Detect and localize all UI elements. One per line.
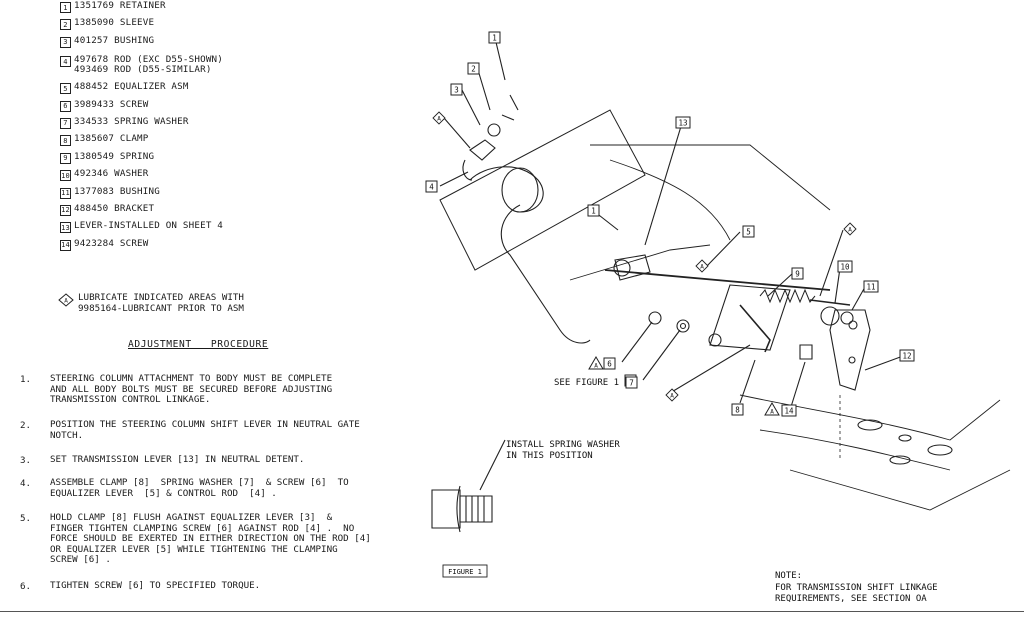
lube-marker-label: A bbox=[64, 298, 68, 305]
part-description: LEVER-INSTALLED ON SHEET 4 bbox=[74, 220, 224, 232]
adjustment-heading: ADJUSTMENT PROCEDURE bbox=[128, 339, 269, 350]
step-text: POSITION THE STEERING COLUMN SHIFT LEVER… bbox=[50, 419, 360, 441]
figure-label: FIGURE 1 bbox=[448, 568, 482, 576]
part-number-box: 7 bbox=[60, 117, 71, 129]
spring-washer-note-line2: IN THIS POSITION bbox=[506, 451, 593, 461]
step-number: 3. bbox=[20, 455, 32, 466]
part-description: 488450 BRACKET bbox=[74, 202, 155, 214]
callout-8: 8 bbox=[735, 406, 740, 415]
part-description: 334533 SPRING WASHER bbox=[74, 115, 189, 127]
step-text: TIGHTEN SCREW [6] TO SPECIFIED TORQUE. bbox=[50, 580, 261, 591]
step-number: 6. bbox=[20, 581, 32, 592]
callout-5: 5 bbox=[746, 228, 751, 237]
part-number-box: 12 bbox=[60, 204, 71, 216]
callout-10: 10 bbox=[840, 263, 850, 272]
see-figure-label: SEE FIGURE 1 bbox=[554, 378, 619, 388]
part-number-box: 8 bbox=[60, 135, 71, 147]
note-title: NOTE: bbox=[775, 571, 802, 581]
step-text: STEERING COLUMN ATTACHMENT TO BODY MUST … bbox=[50, 373, 333, 405]
part-number-box: 9 bbox=[60, 152, 71, 164]
page-bottom-rule bbox=[0, 611, 1024, 612]
part-number-box: 13 bbox=[60, 222, 71, 234]
step-number: 5. bbox=[20, 513, 32, 524]
see-figure-ref: 7 bbox=[629, 379, 634, 388]
part-number-box: 1 bbox=[60, 2, 71, 13]
callout-1b: 1 bbox=[591, 207, 596, 216]
step-number: 1. bbox=[20, 374, 32, 385]
callout-9: 9 bbox=[795, 270, 800, 279]
part-description: 1380549 SPRING bbox=[74, 150, 155, 162]
lube-triangle-marker: A bbox=[594, 363, 598, 370]
spring-washer-note-line1: INSTALL SPRING WASHER bbox=[506, 440, 620, 450]
note-text-line1: FOR TRANSMISSION SHIFT LINKAGE bbox=[775, 583, 938, 593]
part-description: 1385607 CLAMP bbox=[74, 133, 149, 145]
lubricate-note: A LUBRICATE INDICATED AREAS WITH 9985164… bbox=[58, 292, 244, 314]
callout-12: 12 bbox=[902, 352, 911, 361]
spring-washer-note: INSTALL SPRING WASHER IN THIS POSITION bbox=[506, 440, 625, 461]
lube-marker: A bbox=[670, 393, 674, 400]
part-number-box: 10 bbox=[60, 170, 71, 182]
part-number-box: 6 bbox=[60, 100, 71, 112]
step-text: HOLD CLAMP [8] FLUSH AGAINST EQUALIZER L… bbox=[50, 512, 371, 565]
part-description: 488452 EQUALIZER ASM bbox=[74, 81, 189, 93]
part-number-box: 11 bbox=[60, 187, 71, 199]
note-text: FOR TRANSMISSION SHIFT LINKAGE REQUIREME… bbox=[775, 583, 943, 604]
part-number-box: 3 bbox=[60, 36, 71, 48]
lube-marker: A bbox=[437, 116, 441, 123]
part-description: 1351769 RETAINER bbox=[74, 0, 166, 11]
step-text: SET TRANSMISSION LEVER [13] IN NEUTRAL D… bbox=[50, 454, 305, 465]
lube-diamond-icon: A bbox=[58, 293, 74, 307]
part-description: 1377083 BUSHING bbox=[74, 185, 160, 197]
part-number-box: 4 bbox=[60, 56, 71, 68]
callout-3: 3 bbox=[454, 86, 459, 95]
lube-marker: A bbox=[848, 227, 852, 234]
callout-1: 1 bbox=[492, 34, 497, 43]
part-description: 1385090 SLEEVE bbox=[74, 17, 155, 29]
step-text: ASSEMBLE CLAMP [8] SPRING WASHER [7] & S… bbox=[50, 477, 349, 499]
part-description: 497678 ROD (EXC D55-SHOWN) 493469 ROD (D… bbox=[74, 54, 224, 76]
lubricate-note-text: LUBRICATE INDICATED AREAS WITH 9985164-L… bbox=[78, 292, 244, 314]
part-description: 401257 BUSHING bbox=[74, 34, 155, 46]
callout-6: 6 bbox=[607, 360, 612, 369]
part-number-box: 5 bbox=[60, 83, 71, 95]
callout-2: 2 bbox=[471, 65, 476, 74]
linkage-exploded-diagram: 1 2 3 4 13 1 5 9 10 11 12 6 7 8 14 A A A… bbox=[425, 31, 1011, 604]
lube-marker: A bbox=[700, 264, 704, 271]
step-number: 2. bbox=[20, 420, 32, 431]
lube-triangle-marker: A bbox=[770, 409, 774, 416]
note-text-line2: REQUIREMENTS, SEE SECTION OA bbox=[775, 594, 927, 604]
part-description: 9423284 SCREW bbox=[74, 237, 149, 249]
callout-13: 13 bbox=[678, 119, 687, 128]
callout-11: 11 bbox=[866, 283, 875, 292]
part-description: 3989433 SCREW bbox=[74, 98, 149, 110]
part-number-box: 2 bbox=[60, 19, 71, 31]
part-description: 492346 WASHER bbox=[74, 168, 149, 180]
part-number-box: 14 bbox=[60, 239, 71, 251]
callout-14: 14 bbox=[784, 407, 794, 416]
callout-4: 4 bbox=[429, 183, 434, 192]
step-number: 4. bbox=[20, 478, 32, 489]
